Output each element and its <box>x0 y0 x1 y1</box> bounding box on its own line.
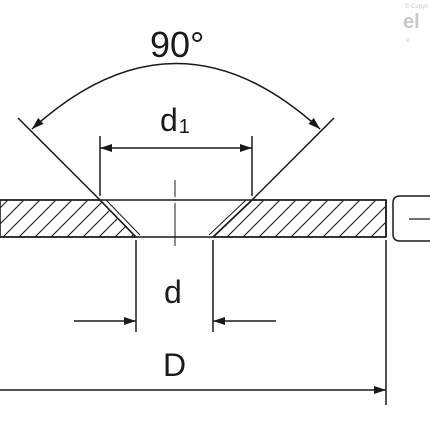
adjacent-part <box>392 195 430 242</box>
countersink-flanks <box>99 199 253 238</box>
watermark-logo: el <box>403 11 420 33</box>
d-label: d <box>164 274 182 310</box>
angle-label: 90° <box>150 24 204 65</box>
d-dimension <box>74 240 276 332</box>
watermark-caption: e <box>406 38 410 44</box>
D-dimension <box>0 240 387 405</box>
D-label: D <box>163 347 186 383</box>
d1-label-main: d <box>160 102 178 138</box>
d1-label-subscript: 1 <box>179 116 190 138</box>
d1-label: d1 <box>160 102 190 138</box>
watermark-copyright: © Copyri <box>405 3 428 10</box>
d1-dimension <box>99 136 253 196</box>
angle-extension-left <box>17 117 101 201</box>
angle-dimension <box>17 62 335 201</box>
angle-arc <box>31 62 321 130</box>
watermark: © Copyri el e <box>403 3 428 44</box>
angle-extension-right <box>251 117 335 201</box>
countersink-hole <box>100 200 252 237</box>
plate-section <box>0 199 387 238</box>
